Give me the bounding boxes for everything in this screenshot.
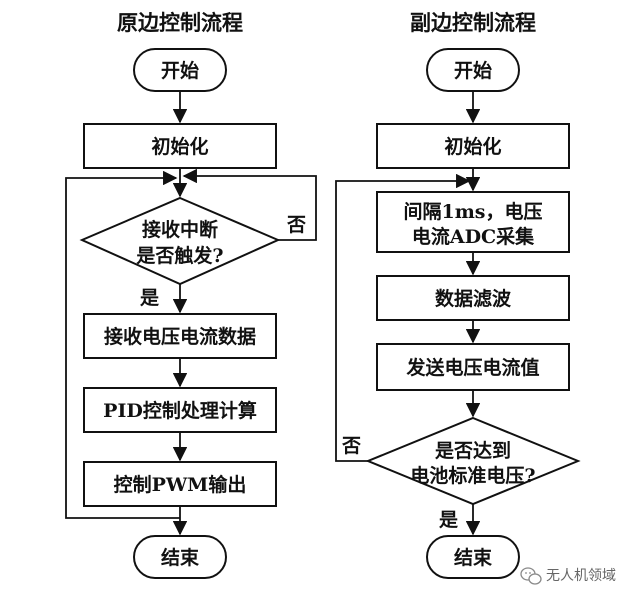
left-end-node — [133, 535, 227, 579]
left-init-node — [83, 123, 277, 169]
left-step3-label: 控制PWM输出 — [114, 473, 247, 496]
right-decision-node — [365, 416, 581, 506]
right-decision-label-1: 是否达到 — [435, 439, 511, 462]
watermark-text: 无人机领域 — [546, 568, 616, 584]
right-step2-label: 数据滤波 — [435, 287, 512, 310]
left-flow: 开始 初始化 接收中断 是否触发? 是 否 接收电压电流数据 PID控制处理计算… — [65, 48, 317, 579]
right-yes-label: 是 — [439, 509, 458, 531]
right-step3-node — [376, 343, 570, 391]
left-no-label: 否 — [286, 214, 306, 236]
wechat-icon — [520, 567, 542, 585]
left-decision-node — [79, 196, 281, 286]
left-edge-no-loop — [182, 168, 317, 241]
right-step1-label-2: 电流ADC采集 — [412, 225, 535, 248]
right-start-node — [426, 48, 520, 92]
right-no-label: 否 — [341, 435, 361, 457]
left-step2-label: PID控制处理计算 — [103, 399, 257, 422]
right-init-label: 初始化 — [444, 135, 501, 158]
right-step1-label-1: 间隔1ms，电压 — [403, 200, 542, 223]
right-end-label: 结束 — [454, 546, 493, 569]
right-title: 副边控制流程 — [410, 10, 536, 35]
left-start-node — [133, 48, 227, 92]
watermark: 无人机领域 — [520, 567, 616, 585]
left-step3-node — [83, 461, 277, 507]
right-init-node — [376, 123, 570, 169]
left-edge-outer-loop — [65, 170, 180, 519]
right-edge-no-loop — [335, 173, 471, 462]
left-step1-label: 接收电压电流数据 — [104, 325, 256, 348]
left-step1-node — [83, 313, 277, 359]
left-decision-label-1: 接收中断 — [142, 218, 218, 241]
right-flow: 开始 初始化 间隔1ms，电压 电流ADC采集 数据滤波 发送电压电流值 是否达… — [335, 48, 581, 579]
left-step2-node — [83, 387, 277, 433]
right-step2-node — [376, 275, 570, 321]
right-step3-label: 发送电压电流值 — [405, 356, 539, 379]
left-yes-label: 是 — [140, 287, 159, 309]
right-start-label: 开始 — [454, 59, 492, 82]
left-decision-label-2: 是否触发? — [136, 244, 223, 267]
left-init-label: 初始化 — [151, 135, 208, 158]
left-title: 原边控制流程 — [117, 10, 243, 35]
right-step1-node — [376, 191, 570, 253]
right-end-node — [426, 535, 520, 579]
left-start-label: 开始 — [161, 59, 199, 82]
left-end-label: 结束 — [161, 546, 200, 569]
right-decision-label-2: 电池标准电压? — [410, 464, 535, 487]
